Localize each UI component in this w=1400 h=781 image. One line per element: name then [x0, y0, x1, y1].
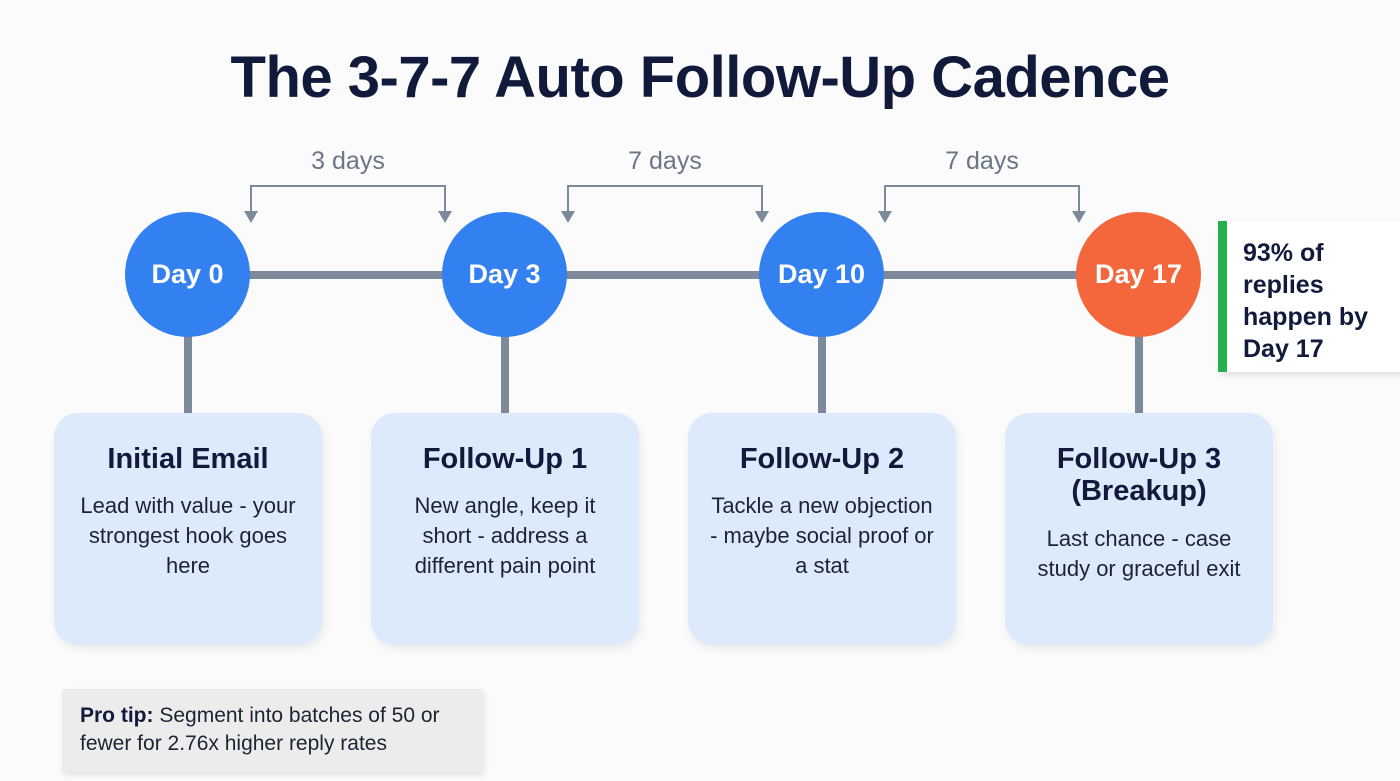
- timeline-node-label: Day 10: [777, 259, 866, 289]
- bracket-leg-right: [444, 185, 446, 217]
- callout-accent-bar: [1218, 221, 1227, 372]
- step-card-follow-up-1[interactable]: Follow-Up 1 New angle, keep it short - a…: [371, 413, 639, 645]
- step-card-title: Initial Email: [107, 443, 269, 475]
- pro-tip-text: Segment into batches of 50 or fewer for …: [80, 704, 440, 756]
- gap-bracket-3: 7 days: [878, 147, 1086, 225]
- gap-label: 7 days: [628, 147, 702, 175]
- step-card-title: Follow-Up 1: [422, 443, 588, 475]
- timeline-stem-4: [1135, 330, 1143, 420]
- step-card-body: New angle, keep it short - address a dif…: [414, 493, 596, 579]
- pro-tip-label: Pro tip:: [80, 704, 154, 727]
- gap-bracket-2: 7 days: [561, 147, 769, 225]
- arrow-down-icon: [878, 211, 892, 223]
- step-card-body: Last chance - case study or graceful exi…: [1037, 525, 1241, 581]
- pro-tip-box: Pro tip: Segment into batches of 50 or f…: [62, 689, 482, 773]
- step-card-body: Tackle a new objection - maybe social pr…: [710, 493, 934, 579]
- arrow-down-icon: [438, 211, 452, 223]
- arrow-down-icon: [1072, 211, 1086, 223]
- bracket-leg-left: [567, 185, 569, 217]
- bracket-leg-left: [250, 185, 252, 217]
- gap-label: 3 days: [311, 147, 385, 175]
- step-card-body: Lead with value - your strongest hook go…: [80, 493, 296, 579]
- callout-text: 93% of replies happen by Day 17: [1243, 239, 1369, 363]
- timeline-node-day-0[interactable]: Day 0: [125, 212, 250, 337]
- timeline-stem-3: [818, 330, 826, 420]
- arrow-down-icon: [561, 211, 575, 223]
- timeline-node-day-10[interactable]: Day 10: [759, 212, 884, 337]
- arrow-down-icon: [755, 211, 769, 223]
- step-card-follow-up-2[interactable]: Follow-Up 2 Tackle a new objection - may…: [688, 413, 956, 645]
- step-card-title: Follow-Up 2: [739, 443, 905, 475]
- step-card-follow-up-3-breakup[interactable]: Follow-Up 3 (Breakup) Last chance - case…: [1005, 413, 1273, 645]
- page-title: The 3-7-7 Auto Follow-Up Cadence: [230, 45, 1170, 110]
- timeline-rail-segment-3: [879, 271, 1084, 279]
- timeline-rail-segment-1: [245, 271, 450, 279]
- bracket-bar: [250, 185, 446, 187]
- timeline-node-label: Day 0: [151, 259, 224, 289]
- timeline-node-label: Day 3: [468, 259, 541, 289]
- timeline-node-label: Day 17: [1094, 259, 1183, 289]
- gap-bracket-1: 3 days: [244, 147, 452, 225]
- timeline-node-day-17[interactable]: Day 17: [1076, 212, 1201, 337]
- timeline-stem-2: [501, 330, 509, 420]
- step-card-initial-email[interactable]: Initial Email Lead with value - your str…: [54, 413, 322, 645]
- arrow-down-icon: [244, 211, 258, 223]
- step-card-title: Follow-Up 3 (Breakup): [1056, 443, 1222, 508]
- timeline-node-day-3[interactable]: Day 3: [442, 212, 567, 337]
- bracket-leg-right: [761, 185, 763, 217]
- bracket-leg-right: [1078, 185, 1080, 217]
- stat-callout: 93% of replies happen by Day 17: [1218, 221, 1400, 372]
- bracket-leg-left: [884, 185, 886, 217]
- timeline-rail-segment-2: [562, 271, 767, 279]
- timeline-stem-1: [184, 330, 192, 420]
- bracket-bar: [567, 185, 763, 187]
- gap-label: 7 days: [945, 147, 1019, 175]
- bracket-bar: [884, 185, 1080, 187]
